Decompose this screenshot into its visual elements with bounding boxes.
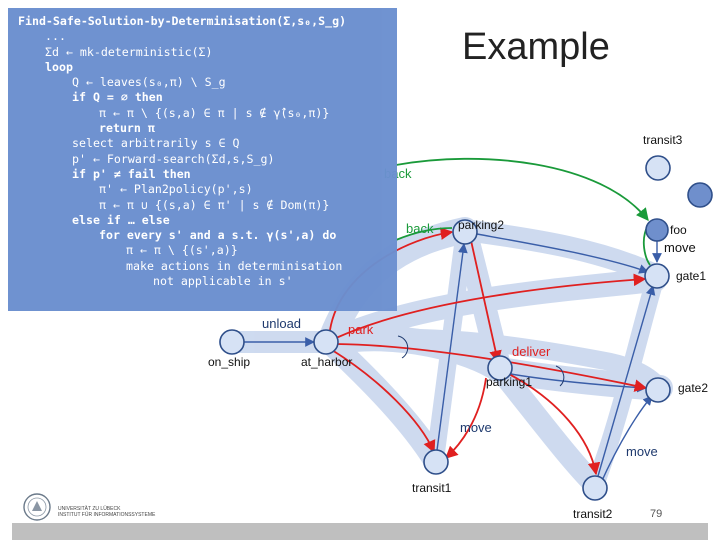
label-at-harbor: at_harbor <box>301 355 352 369</box>
action-deliver: deliver <box>512 344 551 359</box>
page-number: 79 <box>650 508 663 520</box>
node-right-dark[interactable] <box>687 182 713 208</box>
action-back-mid: back <box>406 221 434 236</box>
label-gate2: gate2 <box>678 381 708 395</box>
algorithm-box: Find-Safe-Solution-by-Determinisation(Σ,… <box>8 8 397 311</box>
label-foo: foo <box>670 223 687 237</box>
node-gate1[interactable] <box>644 263 670 289</box>
algorithm-line: loop <box>45 59 73 74</box>
node-gate2[interactable] <box>645 377 671 403</box>
label-parking1: parking1 <box>486 375 532 389</box>
action-park: park <box>348 322 374 337</box>
label-gate1: gate1 <box>676 269 706 283</box>
action-move-mid: move <box>460 420 492 435</box>
node-transit3[interactable] <box>645 155 671 181</box>
algorithm-line: π ← π \ {(s,a) ∈ π | s ∉ γ̂(s₀,π)} <box>99 105 330 120</box>
algorithm-line: make actions in determinisation <box>126 258 343 273</box>
algorithm-line: Σd ← mk-deterministic(Σ) <box>45 44 213 59</box>
action-unload: unload <box>262 316 301 331</box>
label-on-ship: on_ship <box>208 355 250 369</box>
node-parking2[interactable] <box>452 219 478 245</box>
action-move-foo: move <box>664 240 696 255</box>
algorithm-line: p' ← Forward-search(Σd,s,S_g) <box>72 151 275 166</box>
node-on-ship[interactable] <box>219 329 245 355</box>
algorithm-line: Find-Safe-Solution-by-Determinisation(Σ,… <box>18 14 347 28</box>
node-transit2[interactable] <box>582 475 608 501</box>
node-foo[interactable] <box>645 218 669 242</box>
slide-title: Example <box>462 26 610 68</box>
algorithm-line: else if … else <box>72 212 170 227</box>
junction-arcs <box>397 335 565 387</box>
label-transit1: transit1 <box>412 481 452 495</box>
algorithm-line: not applicable in s' <box>153 274 293 289</box>
algorithm-line: for every s' and a s.t. γ(s',a) do <box>99 228 337 243</box>
university-seal-icon <box>23 493 51 521</box>
node-labels: transit3 foo gate1 gate2 parking2 parkin… <box>208 133 708 521</box>
algorithm-line: select arbitrarily s ∈ Q <box>72 136 240 151</box>
algorithm-line: π ← π ∪ {(s,a) ∈ π' | s ∉ Dom(π)} <box>99 197 330 212</box>
algorithm-line: if p' ≠ fail then <box>72 166 191 181</box>
node-parking1[interactable] <box>487 355 513 381</box>
algorithm-line: return π <box>99 121 155 136</box>
university-name: UNIVERSITÄT ZU LÜBECK INSTITUT FÜR INFOR… <box>58 506 155 518</box>
algorithm-line: π ← π \ {(s',a)} <box>126 243 238 258</box>
action-move-low: move <box>626 444 658 459</box>
footer-bar <box>12 523 708 540</box>
node-transit1[interactable] <box>423 449 449 475</box>
label-parking2: parking2 <box>458 218 504 232</box>
label-transit3: transit3 <box>643 133 683 147</box>
algorithm-line: π' ← Plan2policy(p',s) <box>99 182 253 197</box>
algorithm-line: if Q = ∅ then <box>72 90 163 105</box>
algorithm-line: ... <box>45 29 66 44</box>
university-name-line1: UNIVERSITÄT ZU LÜBECK <box>58 506 121 512</box>
blue-edges <box>244 231 662 486</box>
action-labels: back back move unload park deliver move … <box>262 166 696 459</box>
algorithm-line: Q ← leaves(s₀,π) \ S_g <box>72 75 226 90</box>
node-at-harbor[interactable] <box>313 329 339 355</box>
university-name-line2: INSTITUT FÜR INFORMATIONSSYSTEME <box>58 512 156 518</box>
label-transit2: transit2 <box>573 507 613 521</box>
state-nodes <box>219 155 713 501</box>
